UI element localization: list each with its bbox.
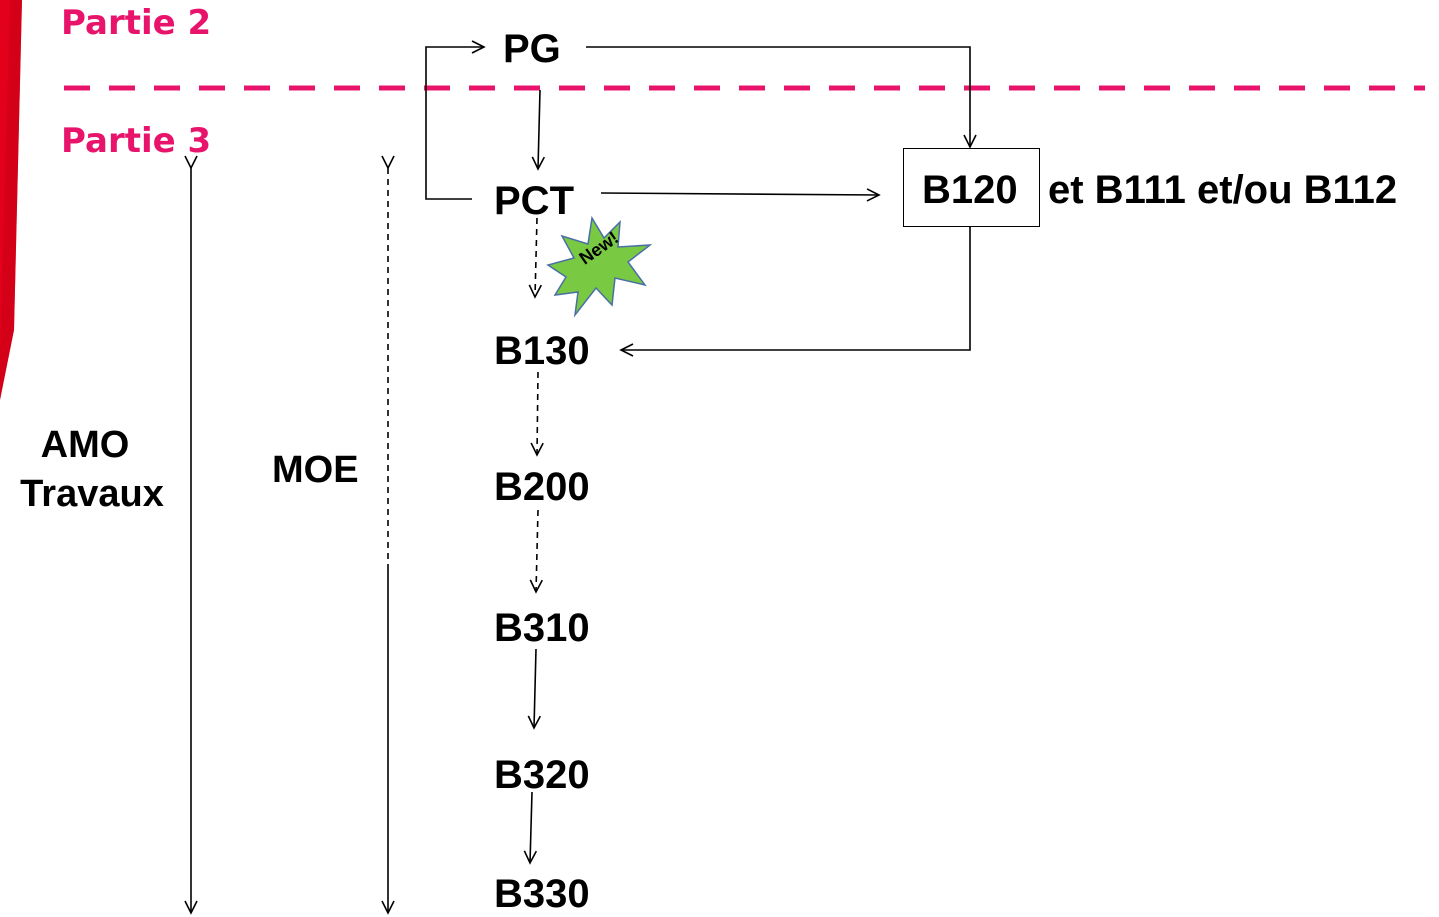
moe-label: MOE (272, 449, 359, 491)
arrow-b310-to-b320 (527, 648, 542, 730)
node-b130: B130 (494, 329, 590, 373)
arrow-pg-to-b120 (586, 46, 977, 149)
arrow-b130-to-b200 (530, 371, 544, 457)
arrow-pg-to-pct (531, 89, 546, 171)
arrow-pct-to-b130 (528, 217, 543, 299)
amo-label: AMO (40, 424, 130, 466)
arrow-b320-to-b330 (523, 791, 538, 865)
node-b320: B320 (494, 753, 590, 797)
arrow-pct-to-b120 (600, 188, 881, 202)
section-label-part2: Partie 2 (61, 3, 212, 43)
arrow-b120-to-b130 (619, 227, 971, 357)
amo-travaux-label: AMO Travaux (12, 421, 172, 520)
node-b120-alternatives: et B111 et/ou B112 (1048, 168, 1398, 212)
new-badge-burst (546, 215, 653, 318)
node-b330: B330 (494, 872, 590, 916)
node-pct: PCT (494, 179, 574, 223)
node-b310: B310 (494, 606, 590, 650)
arrow-pct-to-pg (425, 40, 486, 200)
section-label-part3: Partie 3 (61, 121, 212, 161)
node-pg: PG (503, 27, 561, 71)
travaux-label: Travaux (20, 473, 164, 516)
node-b200: B200 (494, 465, 590, 509)
arrow-b200-to-b310 (529, 509, 543, 594)
node-b120: B120 (922, 168, 1018, 212)
node-b120-box (903, 148, 1040, 227)
